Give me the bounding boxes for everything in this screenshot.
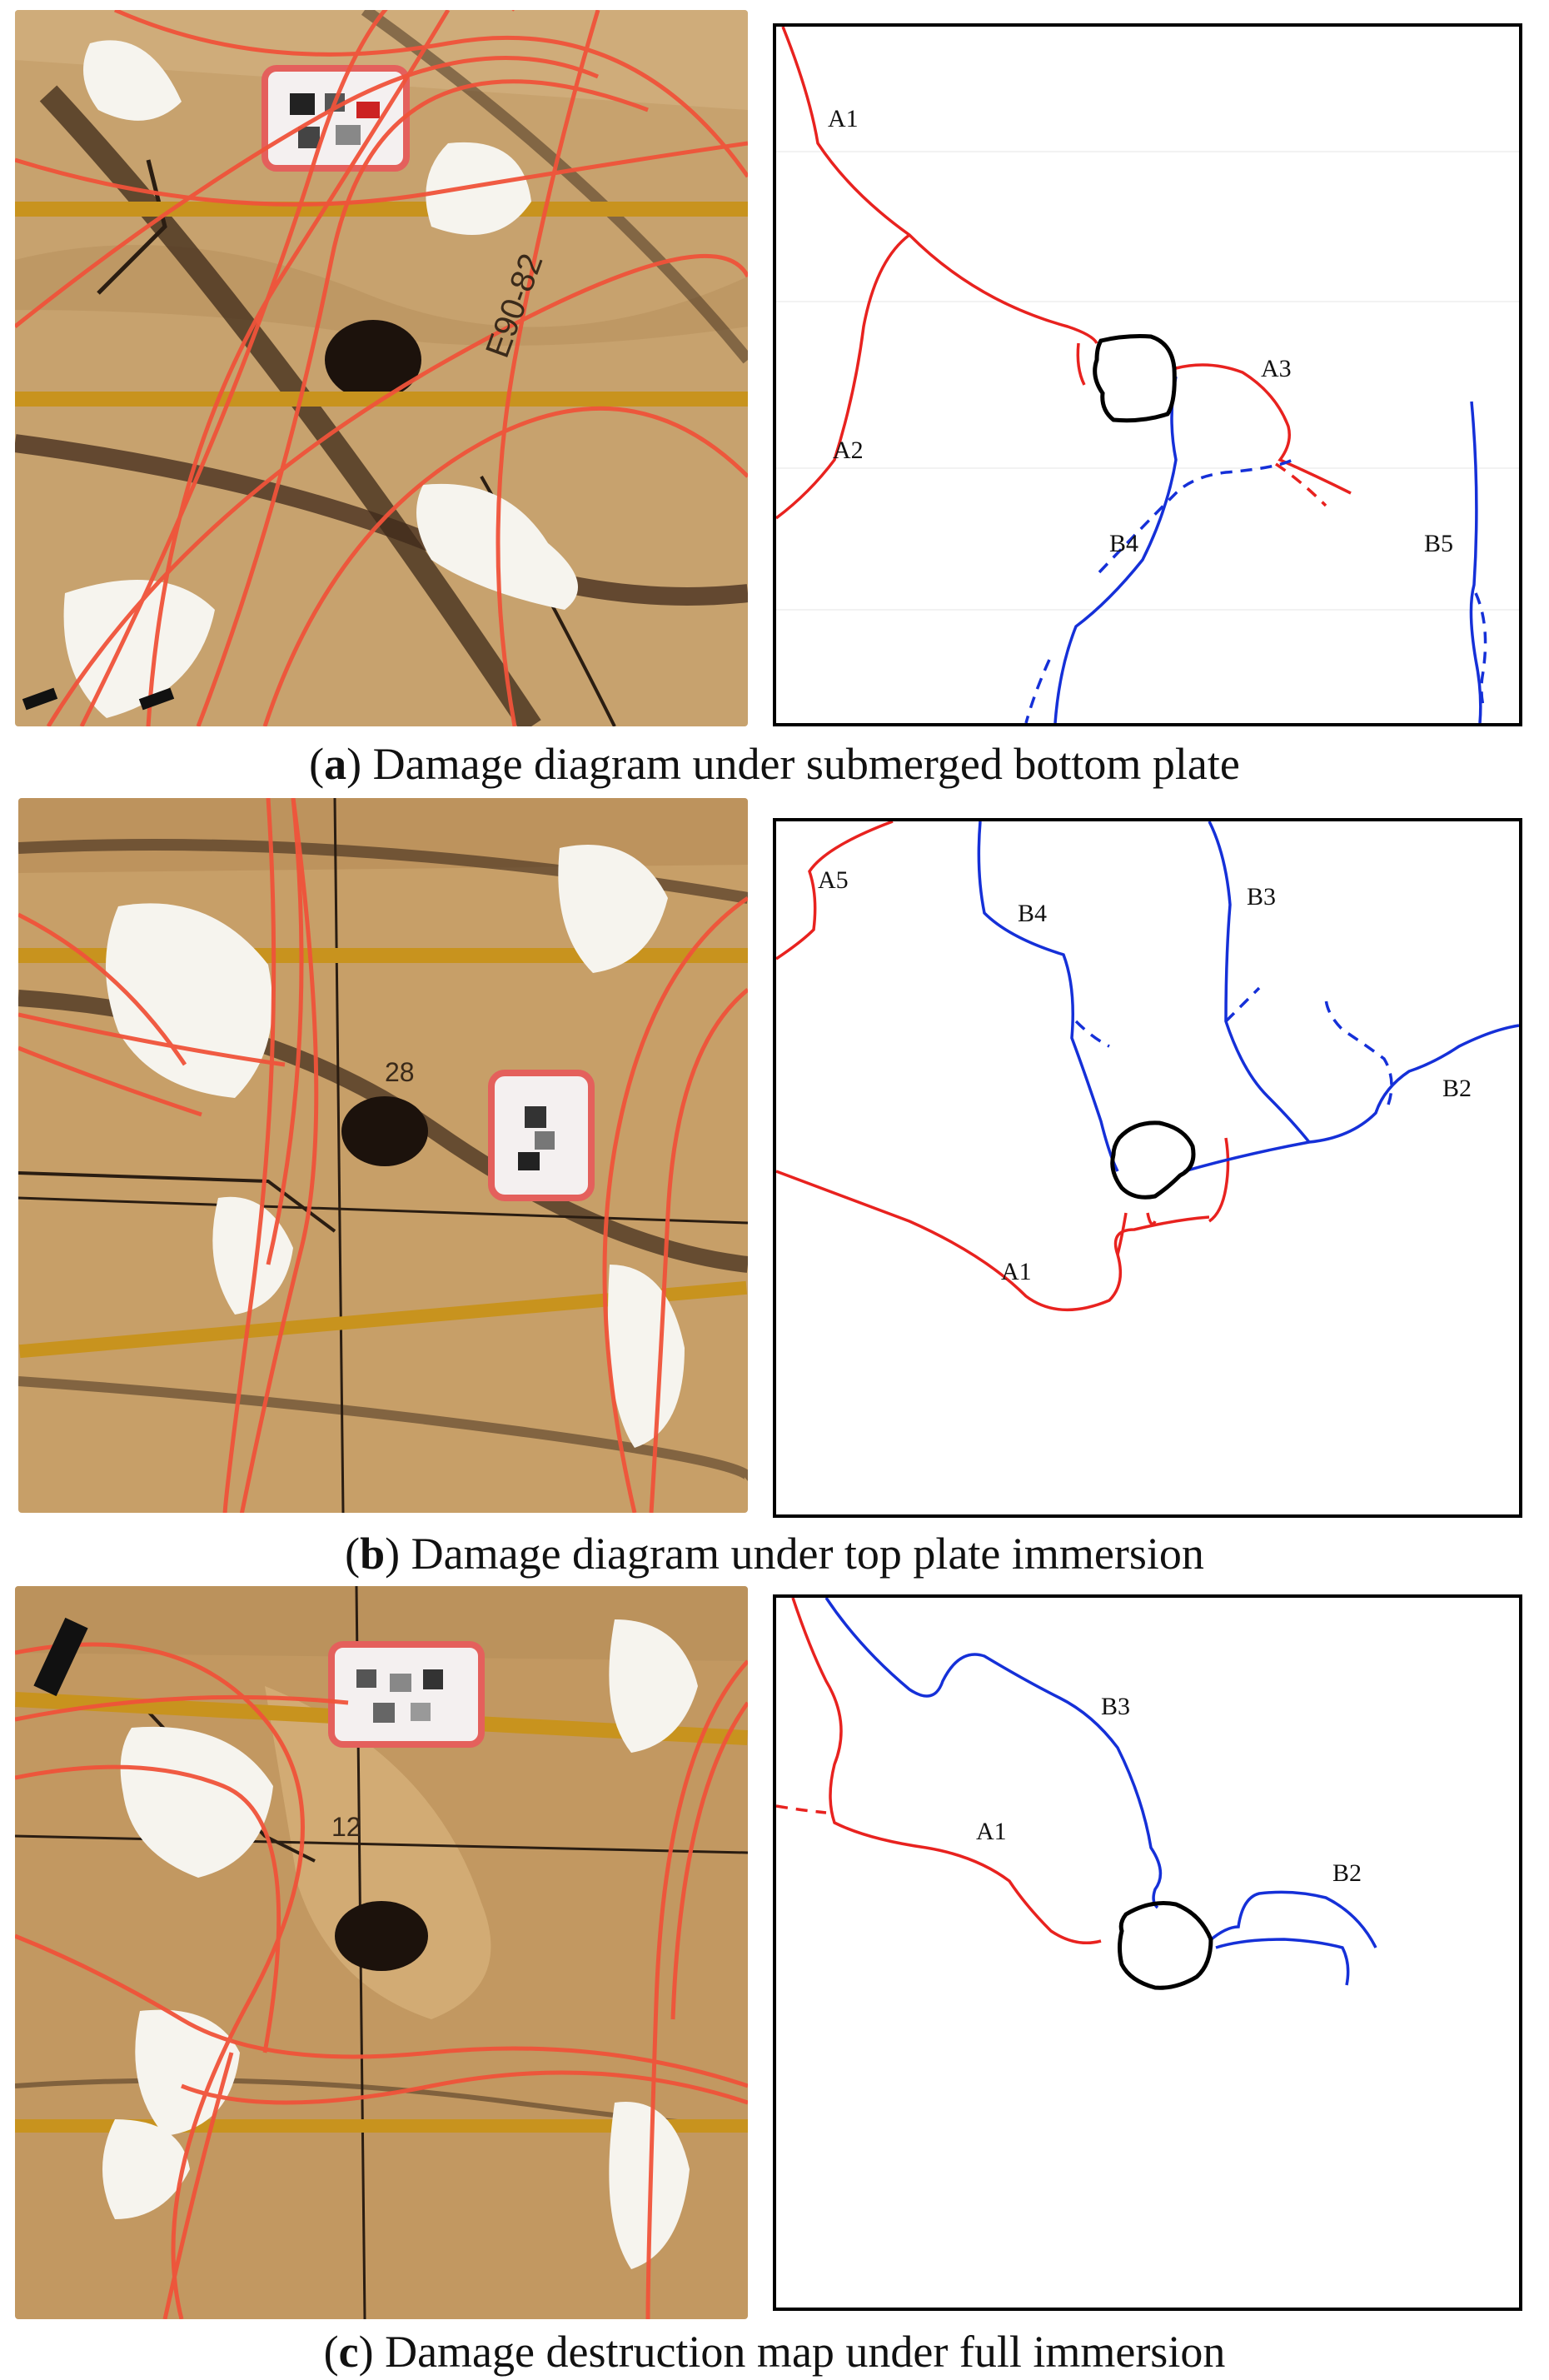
label-b4: B4 <box>1109 530 1138 557</box>
label-b3: B3 <box>1247 883 1276 911</box>
crack-b3 <box>824 1598 1163 1909</box>
caption-c: (c) Damage destruction map under full im… <box>323 2327 1226 2377</box>
specimen-photo-b: 28 <box>18 798 748 1513</box>
specimen-photo-c: 12 <box>15 1586 748 2319</box>
crack-b2 <box>1183 1024 1519 1173</box>
crack-a5 <box>776 821 894 960</box>
hole-outline-a <box>1093 334 1177 423</box>
crack-b4 <box>1053 376 1178 723</box>
hole-outline-c <box>1118 1901 1213 1990</box>
crack-diagram-a: A1 A2 A3 B4 B5 <box>773 23 1522 726</box>
crack-a1 <box>781 27 1098 344</box>
photo-mark-b: 28 <box>385 1057 415 1087</box>
crack-b4 <box>977 821 1119 1172</box>
crack-b3 <box>1208 821 1311 1144</box>
label-a3: A3 <box>1261 355 1292 382</box>
label-a1: A1 <box>976 1818 1007 1845</box>
specimen-photo-a: E90-82 <box>15 10 748 726</box>
caption-a: (a) Damage diagram under submerged botto… <box>309 739 1240 789</box>
photo-mark-c: 12 <box>331 1812 361 1842</box>
label-a1: A1 <box>828 105 859 132</box>
label-b2: B2 <box>1332 1859 1362 1887</box>
label-b4: B4 <box>1018 900 1047 927</box>
crack-diagram-b: A5 B4 B3 B2 A1 <box>773 818 1522 1518</box>
caption-b: (b) Damage diagram under top plate immer… <box>345 1529 1204 1579</box>
label-b3: B3 <box>1101 1693 1130 1720</box>
label-a2: A2 <box>833 437 864 464</box>
crack-a2 <box>776 233 911 520</box>
label-a1: A1 <box>1001 1258 1032 1285</box>
crack-a1 <box>776 1170 1210 1312</box>
crack-a3 <box>1175 363 1352 495</box>
crack-b2 <box>1208 1890 1377 1948</box>
label-b5: B5 <box>1424 530 1453 557</box>
label-a5: A5 <box>818 866 849 894</box>
label-b2: B2 <box>1442 1075 1472 1102</box>
hole-outline-b <box>1110 1120 1196 1200</box>
crack-b5 <box>1469 401 1482 723</box>
crack-diagram-c: B3 A1 B2 <box>773 1594 1522 2311</box>
crack-a1 <box>791 1598 1102 1944</box>
